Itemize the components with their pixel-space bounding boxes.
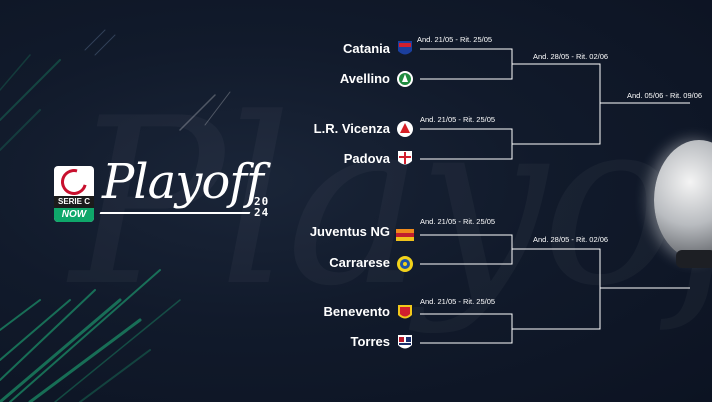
- semi-2-dates: And. 28/05 - Rit. 02/06: [533, 235, 609, 244]
- benevento-crest-icon: [398, 305, 412, 319]
- avellino-crest-icon: [397, 71, 413, 87]
- juventus-ng-crest-icon: [396, 229, 414, 241]
- logo-serie-c-text: SERIE C: [54, 196, 94, 208]
- team-carrarese: Carrarese: [329, 255, 390, 270]
- match-1-connector: [420, 48, 513, 80]
- match-2-dates: And. 21/05 - Rit. 25/05: [420, 115, 496, 124]
- catania-crest-icon: [398, 41, 412, 55]
- vicenza-crest-icon: [397, 121, 413, 137]
- logo-now-text: NOW: [54, 208, 94, 222]
- year-top: 20: [254, 195, 270, 208]
- semi-1-connector: [512, 63, 601, 145]
- padova-crest-icon: [398, 151, 412, 165]
- team-torres: Torres: [350, 334, 391, 349]
- match-3-connector: [420, 234, 513, 265]
- semi-1-dates: And. 28/05 - Rit. 02/06: [533, 52, 609, 61]
- team-lr-vicenza: L.R. Vicenza: [313, 121, 390, 136]
- match-4-dates: And. 21/05 - Rit. 25/05: [420, 297, 496, 306]
- year-bottom: 24: [254, 206, 270, 219]
- match-2-connector: [420, 128, 513, 160]
- year-label: 20 24: [254, 196, 272, 218]
- match-1-dates: And. 21/05 - Rit. 25/05: [417, 35, 493, 44]
- semi-2-connector: [512, 248, 601, 330]
- torres-crest-icon: [398, 335, 412, 349]
- team-padova: Padova: [343, 151, 390, 166]
- match-3-dates: And. 21/05 - Rit. 25/05: [420, 217, 496, 226]
- final-dates: And. 05/06 - Rit. 09/06: [627, 91, 703, 100]
- football-stand: [676, 250, 712, 268]
- team-avellino: Avellino: [339, 71, 390, 86]
- playoff-title: Playoff: [102, 154, 264, 210]
- team-benevento: Benevento: [323, 304, 390, 319]
- match-4-connector: [420, 313, 513, 344]
- serie-c-now-logo: SERIE C NOW: [54, 166, 94, 222]
- team-juventus-ng: Juventus NG: [309, 224, 390, 239]
- team-catania: Catania: [343, 41, 390, 56]
- carrarese-crest-icon: [397, 256, 413, 272]
